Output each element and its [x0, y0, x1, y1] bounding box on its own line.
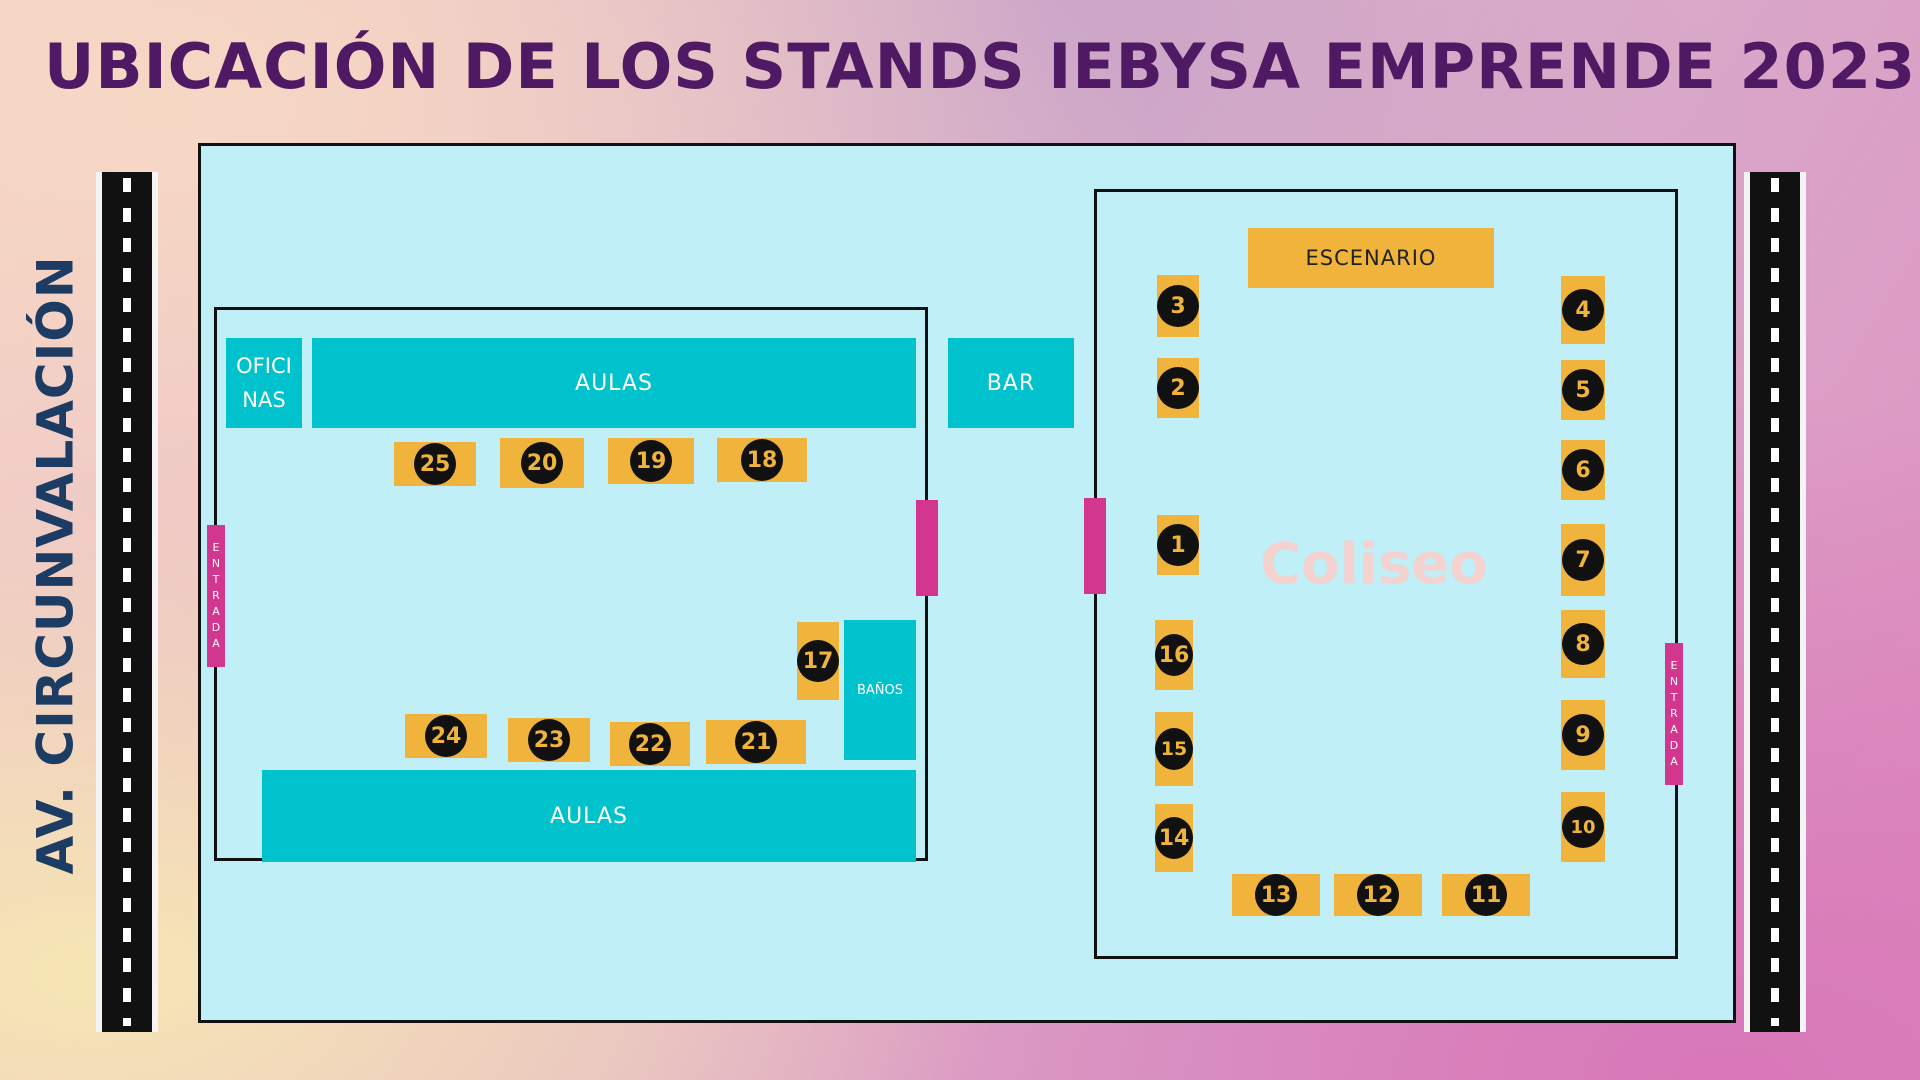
escenario-block: ESCENARIO — [1248, 228, 1494, 288]
coliseo-door — [1084, 498, 1106, 594]
stand-5-number: 5 — [1562, 369, 1604, 411]
stand-17: 17 — [797, 622, 839, 700]
entrada-letter: N — [1669, 675, 1679, 688]
stand-18: 18 — [717, 438, 807, 482]
stand-6-number: 6 — [1562, 449, 1604, 491]
entrada-letter: E — [1670, 659, 1678, 672]
stand-9: 9 — [1561, 700, 1605, 770]
street-label: AV. CIRCUNVALACIÓN — [26, 255, 86, 874]
stand-1: 1 — [1157, 515, 1199, 575]
stand-21: 21 — [706, 720, 806, 764]
entrada-letter: A — [212, 637, 220, 650]
stand-24: 24 — [405, 714, 487, 758]
stand-7: 7 — [1561, 524, 1605, 596]
stand-9-number: 9 — [1562, 714, 1604, 756]
stand-2: 2 — [1157, 358, 1199, 418]
entrada-letter: T — [1670, 691, 1678, 704]
stand-3-number: 3 — [1157, 285, 1199, 327]
stand-15: 15 — [1155, 712, 1193, 786]
entrada-letter: N — [211, 557, 221, 570]
stand-19: 19 — [608, 438, 694, 484]
stand-20-number: 20 — [521, 442, 563, 484]
entrada-letter: D — [1669, 739, 1679, 752]
stand-22-number: 22 — [629, 723, 671, 765]
stand-16-number: 16 — [1155, 634, 1193, 676]
coliseo-label: Coliseo — [1260, 532, 1488, 597]
stand-12-number: 12 — [1357, 874, 1399, 916]
entrada-letter: A — [1670, 755, 1678, 768]
stand-13: 13 — [1232, 874, 1320, 916]
entrada-letter: A — [212, 605, 220, 618]
stand-25-number: 25 — [414, 443, 456, 485]
stand-23: 23 — [508, 718, 590, 762]
school-door — [916, 500, 938, 596]
entrada-letter: R — [212, 589, 220, 602]
stand-11: 11 — [1442, 874, 1530, 916]
road-left — [96, 172, 158, 1032]
stand-16: 16 — [1155, 620, 1193, 690]
stand-6: 6 — [1561, 440, 1605, 500]
stand-4-number: 4 — [1562, 289, 1604, 331]
stand-10: 10 — [1561, 792, 1605, 862]
stand-25: 25 — [394, 442, 476, 486]
stand-5: 5 — [1561, 360, 1605, 420]
banos-block: BAÑOS — [844, 620, 916, 760]
entrada-letter: D — [211, 621, 221, 634]
stand-2-number: 2 — [1157, 367, 1199, 409]
stand-12: 12 — [1334, 874, 1422, 916]
stand-19-number: 19 — [630, 440, 672, 482]
stand-21-number: 21 — [735, 721, 777, 763]
stand-8: 8 — [1561, 610, 1605, 678]
stand-4: 4 — [1561, 276, 1605, 344]
stand-17-number: 17 — [797, 640, 839, 682]
entrada-letter: E — [212, 541, 220, 554]
oficinas-block: OFICI NAS — [226, 338, 302, 428]
stand-3: 3 — [1157, 275, 1199, 337]
stand-11-number: 11 — [1465, 874, 1507, 916]
stand-10-number: 10 — [1562, 806, 1604, 848]
entrada-letter: R — [1670, 707, 1678, 720]
stand-14-number: 14 — [1155, 817, 1193, 859]
road-right — [1744, 172, 1806, 1032]
aulas-top-block: AULAS — [312, 338, 916, 428]
stand-13-number: 13 — [1255, 874, 1297, 916]
entrada-letter: A — [1670, 723, 1678, 736]
stand-18-number: 18 — [741, 439, 783, 481]
stand-14: 14 — [1155, 804, 1193, 872]
stand-23-number: 23 — [528, 719, 570, 761]
bar-block: BAR — [948, 338, 1074, 428]
stand-7-number: 7 — [1562, 539, 1604, 581]
stand-24-number: 24 — [425, 715, 467, 757]
street-label-text: AV. CIRCUNVALACIÓN — [27, 255, 86, 875]
stand-20: 20 — [500, 438, 584, 488]
aulas-bottom-block: AULAS — [262, 770, 916, 862]
stand-22: 22 — [610, 722, 690, 766]
stand-15-number: 15 — [1155, 728, 1193, 770]
entrada-letter: T — [212, 573, 220, 586]
map-title: UBICACIÓN DE LOS STANDS IEBYSA EMPRENDE … — [44, 30, 1917, 103]
stand-1-number: 1 — [1157, 524, 1199, 566]
stand-8-number: 8 — [1562, 623, 1604, 665]
